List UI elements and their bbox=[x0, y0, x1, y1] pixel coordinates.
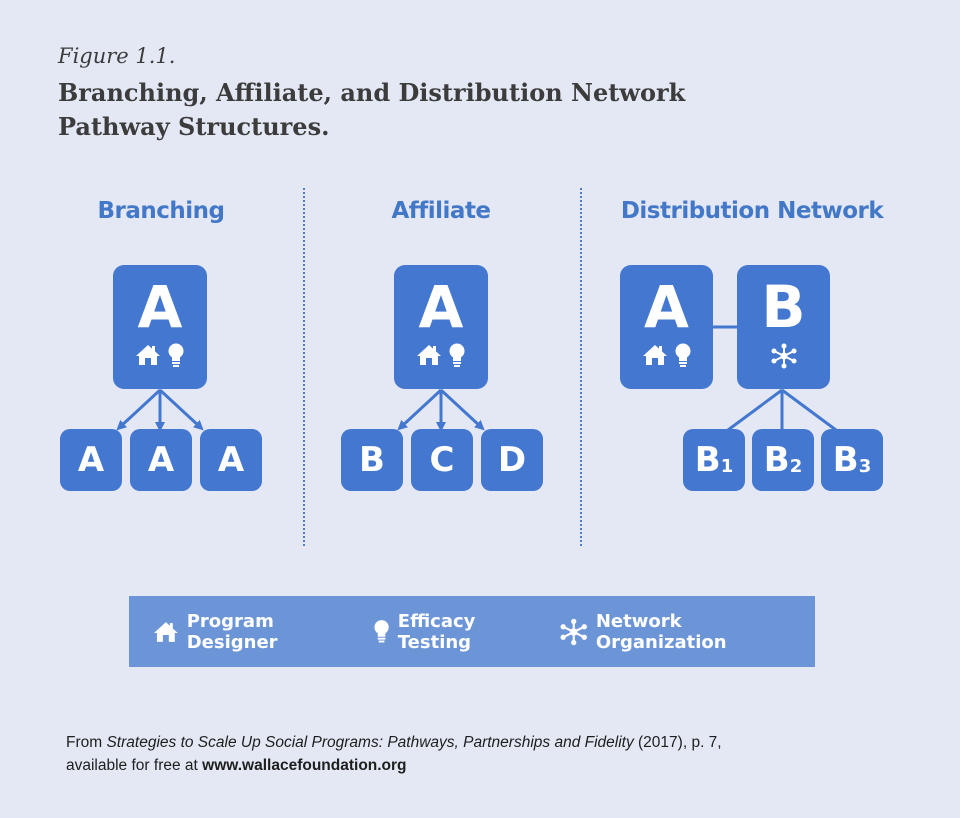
branching-arrows bbox=[116, 388, 204, 432]
figure-label: Figure 1.1. bbox=[58, 44, 176, 68]
branching-parent-box: A bbox=[113, 265, 207, 389]
child-subscript: 1 bbox=[720, 455, 734, 477]
section-divider bbox=[580, 188, 582, 546]
distribution-box-a: A bbox=[620, 265, 713, 389]
source-url: www.wallacefoundation.org bbox=[202, 757, 407, 774]
branching-parent-letter: A bbox=[137, 273, 183, 341]
legend: Program Designer Efficacy Testing Networ… bbox=[129, 596, 815, 667]
affiliate-child-box: C bbox=[411, 429, 473, 491]
source-note: From Strategies to Scale Up Social Progr… bbox=[66, 731, 926, 777]
house-icon bbox=[153, 621, 178, 642]
legend-item-program-designer: Program Designer bbox=[153, 611, 345, 653]
lightbulb-icon bbox=[449, 343, 465, 367]
affiliate-child-box: B bbox=[341, 429, 403, 491]
source-prefix: From bbox=[66, 734, 107, 751]
legend-item-network-organization: Network Organization bbox=[560, 611, 787, 653]
affiliate-arrows bbox=[397, 388, 485, 432]
branching-child-box: A bbox=[60, 429, 122, 491]
affiliate-child-box: D bbox=[481, 429, 543, 491]
lightbulb-icon bbox=[168, 343, 184, 367]
house-icon bbox=[642, 345, 667, 365]
house-icon bbox=[417, 345, 441, 365]
distribution-letter-b: B bbox=[761, 273, 806, 341]
source-availability: available for free at bbox=[66, 757, 203, 774]
network-icon bbox=[771, 343, 796, 369]
network-icon bbox=[560, 618, 588, 645]
lightbulb-icon bbox=[374, 619, 389, 642]
distribution-box-b: B bbox=[737, 265, 830, 389]
child-letter: B bbox=[832, 440, 859, 480]
section-divider bbox=[303, 188, 305, 546]
child-letter: B bbox=[763, 440, 790, 480]
legend-item-efficacy-testing: Efficacy Testing bbox=[373, 611, 533, 653]
source-book-title: Strategies to Scale Up Social Programs: … bbox=[106, 734, 634, 751]
affiliate-parent-letter: A bbox=[418, 273, 464, 341]
distribution-letter-a: A bbox=[644, 273, 689, 341]
affiliate-parent-box: A bbox=[394, 265, 488, 389]
legend-label: Network Organization bbox=[595, 610, 727, 653]
legend-label: Program Designer bbox=[186, 610, 278, 653]
affiliate-title: Affiliate bbox=[391, 198, 491, 224]
house-icon bbox=[136, 345, 160, 365]
child-subscript: 2 bbox=[789, 455, 803, 477]
branching-child-box: A bbox=[130, 429, 192, 491]
child-letter: B bbox=[694, 440, 721, 480]
distribution-title: Distribution Network bbox=[620, 198, 884, 224]
legend-label: Efficacy Testing bbox=[397, 610, 476, 653]
child-subscript: 3 bbox=[858, 455, 872, 477]
figure-title: Branching, Affiliate, and Distribution N… bbox=[58, 78, 686, 141]
lightbulb-icon bbox=[675, 343, 690, 367]
source-suffix: (2017), p. 7, bbox=[633, 734, 722, 751]
branching-child-box: A bbox=[200, 429, 262, 491]
branching-title: Branching bbox=[97, 198, 226, 224]
